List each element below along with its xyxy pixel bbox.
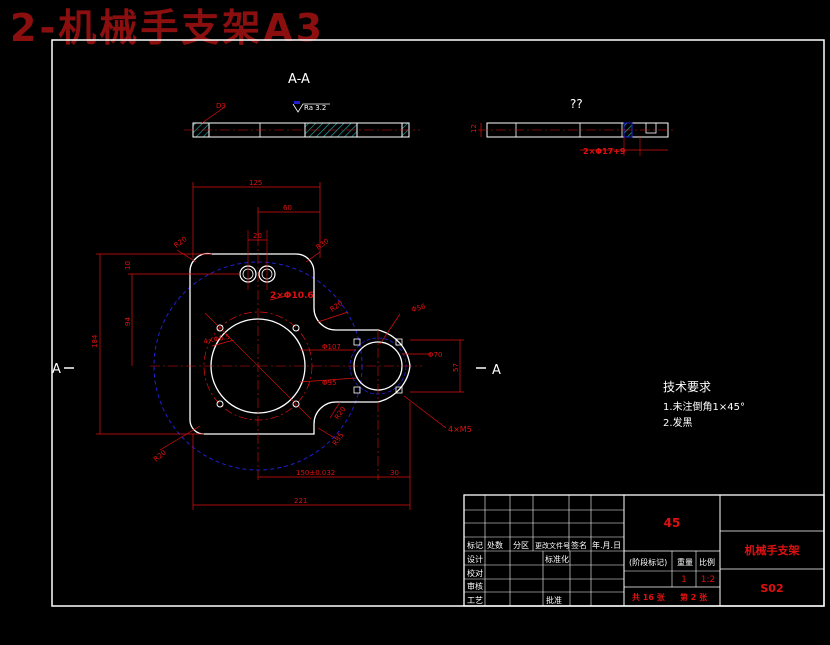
section-view: D3 Ra 3.2 (184, 101, 420, 138)
tb-scale-label: 比例 (699, 557, 715, 567)
tb-label-review: 审核 (467, 581, 483, 591)
tb-label-mark: 标记 (467, 540, 483, 550)
tb-material: 45 (664, 516, 681, 530)
tech-notes: 技术要求 1.未注倒角1×45° 2.发黑 (663, 380, 745, 429)
dim-hole-pair: 2×Φ10.6 (270, 291, 314, 301)
tb-weight-label: 重量 (677, 557, 693, 567)
dim-30: 30 (390, 469, 399, 477)
side-view-label: ?? (570, 97, 583, 111)
dim-thickness: 12 (470, 124, 478, 133)
tech-note-1: 1.未注倒角1×45° (663, 400, 745, 413)
dim-60: 60 (283, 204, 292, 212)
dim-tapped: 4×M5 (448, 425, 472, 434)
tb-qty: 1 (681, 575, 687, 585)
tb-col-doc: 更改文件号 (535, 541, 570, 550)
dim-d95: Φ95 (322, 379, 336, 387)
dimension-lines (96, 182, 464, 510)
dim-94: 94 (124, 317, 132, 326)
tb-col-zone: 分区 (513, 541, 529, 550)
tb-scale: 1:2 (701, 575, 715, 585)
tb-stage-mark: (阶段标记) (629, 557, 667, 567)
dim-r20-bottom: R20 (152, 449, 168, 464)
dim-r30: R30 (315, 237, 331, 251)
dim-10: 10 (124, 261, 132, 270)
front-view (150, 230, 422, 480)
cut-marker-right: A (492, 363, 501, 378)
tb-label-check: 校对 (467, 568, 483, 578)
cut-marker-left: A (52, 362, 61, 377)
tb-sheet-no: 第 2 张 (680, 592, 708, 602)
title-block: 标记 处数 分区 更改文件号 签名 年.月.日 设计 标准化 校对 审核 工艺 … (463, 494, 825, 607)
dim-150: 150±0.032 (296, 469, 335, 477)
tb-label-process: 工艺 (467, 596, 483, 605)
dim-20: 20 (253, 232, 262, 240)
tb-sheets-total: 共 16 张 (632, 592, 666, 602)
dim-side-holes: 2×Φ17+9 (583, 147, 626, 156)
dim-57: 57 (452, 363, 460, 372)
dim-221: 221 (294, 497, 307, 505)
tb-standardize: 标准化 (545, 554, 569, 564)
dim-r20-mid: R20 (329, 299, 345, 313)
dim-d107: Φ107 (322, 343, 341, 351)
tb-approve: 批准 (546, 595, 562, 605)
side-view: 12 2×Φ17+9 (470, 122, 676, 156)
dim-d56: Φ56 (410, 302, 427, 314)
dim-r20-low: R20 (333, 405, 347, 421)
tb-col-count: 处数 (487, 540, 503, 550)
dim-r20-top: R20 (173, 235, 189, 249)
tb-col-date: 年.月.日 (592, 540, 621, 550)
dim-r35: R35 (331, 431, 345, 447)
tb-drawing-no: S02 (760, 582, 783, 595)
tech-note-2: 2.发黑 (663, 416, 693, 429)
part-outline (189, 252, 411, 435)
drawing-frame (51, 39, 825, 607)
dim-d70: Φ70 (428, 351, 442, 359)
tech-notes-heading: 技术要求 (663, 380, 711, 394)
roughness-symbol: Ra 3.2 (304, 104, 326, 112)
tb-part-name: 机械手支架 (745, 543, 800, 557)
section-label: A-A (288, 72, 310, 87)
dimension-texts: 125 60 20 R20 R30 R20 2×Φ10.6 10 94 184 … (91, 179, 472, 505)
dim-184: 184 (91, 334, 99, 348)
tb-label-design: 设计 (467, 554, 483, 564)
dim-125: 125 (249, 179, 262, 187)
tb-col-sign: 签名 (571, 540, 587, 550)
dim-section-d: D3 (216, 102, 226, 110)
drawing-title: 2-机械手支架A3 (10, 6, 326, 50)
